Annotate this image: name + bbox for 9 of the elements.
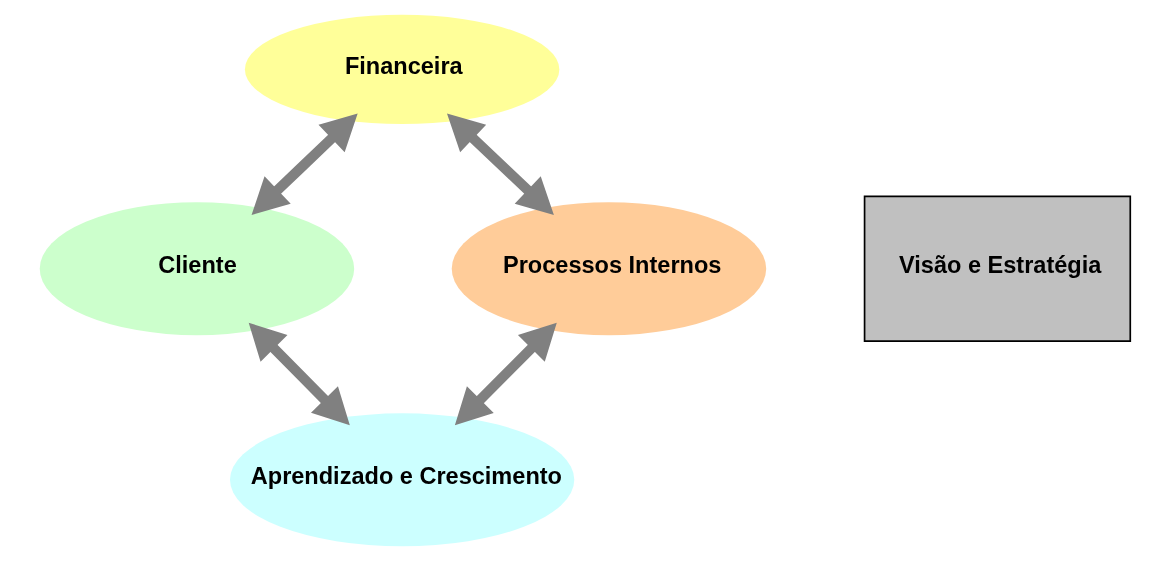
node-ellipse: Financeira [244, 14, 559, 125]
arrow [251, 113, 358, 215]
node-box: Visão e Estratégia [863, 195, 1131, 342]
node-ellipse: Aprendizado e Crescimento [229, 413, 574, 547]
arrow [454, 322, 557, 426]
arrow [248, 322, 350, 426]
arrow [446, 113, 554, 215]
node-ellipse: Cliente [39, 202, 354, 336]
node-ellipse: Processos Internos [451, 202, 766, 336]
